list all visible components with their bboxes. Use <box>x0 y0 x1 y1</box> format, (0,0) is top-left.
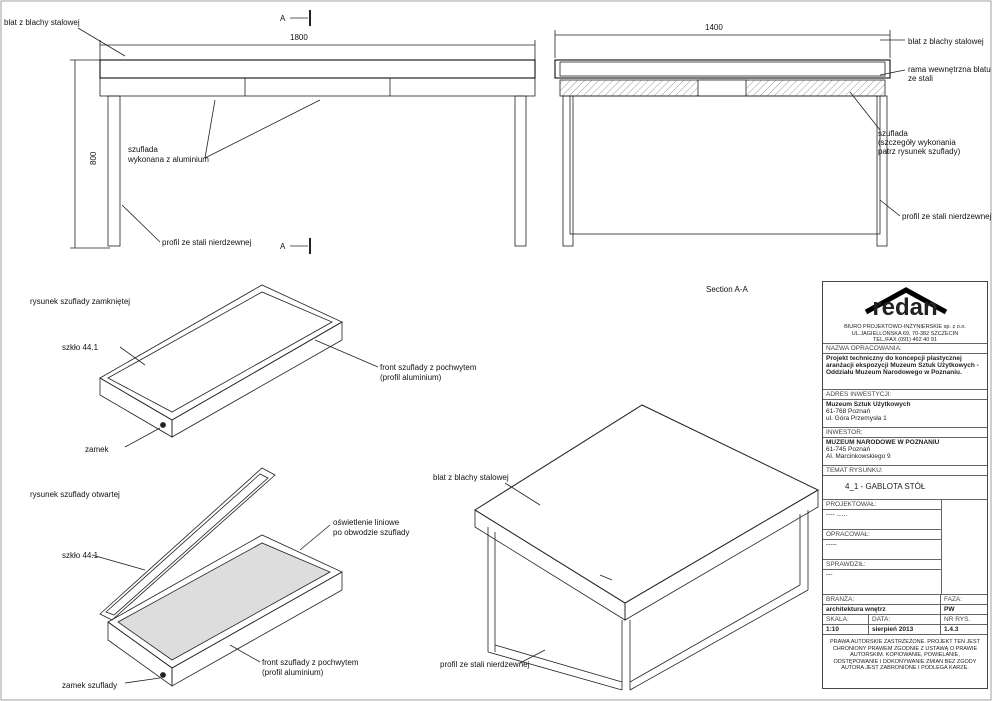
label-drawer-side-2: (szczegóły wykonania <box>878 138 956 147</box>
branch-label: BRANŻA: <box>823 595 941 604</box>
closed-drawer-title: rysunek szuflady zamkniętej <box>30 297 130 306</box>
logo-roof-icon <box>864 287 948 315</box>
closed-front-label-2: (profil aluminium) <box>380 373 442 382</box>
label-drawer-side: szuflada <box>878 129 908 138</box>
scale-label: SKALA: <box>823 615 869 624</box>
branch-value: architektura wnętrz <box>823 605 941 614</box>
prepared-value: ----- <box>823 540 941 560</box>
investor-label: INWESTOR: <box>823 428 987 438</box>
copyright-notice: PRAWA AUTORSKIE ZASTRZEŻONE. PROJEKT TEN… <box>830 639 980 671</box>
checked-label: SPRAWDZIŁ: <box>823 560 941 570</box>
section-mark-bottom: A <box>280 242 286 251</box>
label-frame-2: ze stali <box>908 74 933 83</box>
dim-height: 800 <box>89 151 98 165</box>
section-mark-top: A <box>280 14 286 23</box>
label-frame: rama wewnętrzna blatu <box>908 65 991 74</box>
number-label: NR RYS. <box>944 616 971 623</box>
logo-text: redan <box>872 294 938 321</box>
side-view: 1400 blat z blachy stalowej rama wewnętr… <box>554 23 992 247</box>
label-drawer-side-3: patrz rysunek szuflady) <box>878 147 961 156</box>
label-drawer-2: wykonana z aluminium <box>127 155 209 164</box>
open-glass-label: szkło 44.1 <box>62 551 99 560</box>
closed-front-label: front szuflady z pochwytem <box>380 363 477 372</box>
topic-label: TEMAT RYSUNKU: <box>823 466 987 476</box>
name-value: Projekt techniczny do koncepcji plastycz… <box>826 355 979 376</box>
checked-value: --- <box>826 571 833 578</box>
title-block: redan BIURO PROJEKTOWO-INŻYNIERSKIE sp. … <box>822 281 988 689</box>
company-address: UL.JAGIELLOŃSKA 69, 70-382 SZCZECIN <box>851 330 959 337</box>
closed-glass-label: szkło 44.1 <box>62 343 99 352</box>
iso-top-label: blat z blachy stalowej <box>433 473 509 482</box>
label-leg: profil ze stali nierdzewnej <box>162 238 252 247</box>
label-top: blat z blachy stalowej <box>4 18 80 27</box>
open-drawer-view: rysunek szuflady otwartej szkło 44.1 ośw… <box>30 467 410 690</box>
iso-leg-label: profil ze stali nierdzewnej <box>440 660 530 669</box>
address-label: ADRES INWESTYCJI: <box>823 390 987 400</box>
dim-width: 1800 <box>290 33 308 42</box>
address-line1: 61-768 Poznań <box>826 408 871 415</box>
front-view: 1800 800 A A blat z blachy stalowej szuf… <box>4 10 536 254</box>
open-drawer-title: rysunek szuflady otwartej <box>30 490 120 499</box>
topic-value: 4_1 - GABLOTA STÓŁ <box>823 476 987 500</box>
light-label: oświetlenie liniowe <box>333 518 400 527</box>
date-value: sierpień 2013 <box>869 625 941 634</box>
investor-line2: Al. Marcinkowskiego 9 <box>826 453 891 460</box>
scale-value: 1:10 <box>823 625 869 634</box>
closed-drawer-view: rysunek szuflady zamkniętej szkło 44.1 f… <box>30 284 477 454</box>
phase-label: FAZA: <box>944 596 963 603</box>
date-label: DATA: <box>869 615 941 624</box>
designed-value: ---- ...... <box>823 510 941 530</box>
label-top-side: blat z blachy stalowej <box>908 37 984 46</box>
label-leg-side: profil ze stali nierdzewnej <box>902 212 992 221</box>
number-value: 1.4.3 <box>944 626 959 633</box>
dim-width-side: 1400 <box>705 23 723 32</box>
prepared-label: OPRACOWAŁ: <box>823 530 941 540</box>
address-name: Muzeum Sztuk Użytkowych <box>826 401 911 408</box>
open-front-label-2: (profil aluminium) <box>262 668 324 677</box>
company-phone: TEL./FAX (091) 462 40 91 <box>873 337 937 343</box>
designed-label: PROJEKTOWAŁ: <box>823 500 941 510</box>
open-front-label: front szuflady z pochwytem <box>262 658 359 667</box>
name-label: NAZWA OPRACOWANIA: <box>823 344 987 354</box>
isometric-table: blat z blachy stalowej profil ze stali n… <box>433 404 820 691</box>
address-line2: ul. Góra Przemysła 1 <box>826 415 887 422</box>
open-lock-label: zamek szuflady <box>62 681 117 690</box>
label-drawer: szuflada <box>128 145 158 154</box>
section-title: Section A-A <box>706 285 748 294</box>
company-logo: redan BIURO PROJEKTOWO-INŻYNIERSKIE sp. … <box>823 282 987 344</box>
light-label-2: po obwodzie szuflady <box>333 528 410 537</box>
investor-line1: 61-745 Poznań <box>826 446 871 453</box>
phase-value: PW <box>944 606 955 613</box>
closed-lock-label: zamek <box>85 445 110 454</box>
investor-name: MUZEUM NARODOWE W POZNANIU <box>826 439 940 446</box>
company-name: BIURO PROJEKTOWO-INŻYNIERSKIE sp. z o.o. <box>844 324 966 330</box>
